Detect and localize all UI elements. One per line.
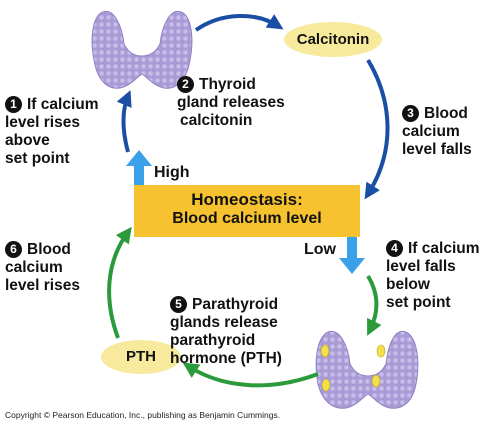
step-4-number: 4	[386, 240, 403, 257]
step-4-line: level falls	[386, 258, 456, 275]
step-6-line: Blood	[27, 241, 71, 258]
step-1-line: If calcium	[27, 96, 99, 113]
step-6-number: 6	[5, 241, 22, 258]
high-label: High	[154, 164, 190, 181]
parathyroid-glands	[315, 330, 419, 409]
homeostasis-box: Homeostasis: Blood calcium level	[134, 185, 360, 237]
arrow-thyroid-to-calcitonin	[194, 14, 284, 32]
step-3-number: 3	[402, 105, 419, 122]
copyright-notice: Copyright © Pearson Education, Inc., pub…	[5, 410, 281, 420]
step-3-line: level falls	[402, 141, 472, 158]
step-1-line: above	[5, 132, 50, 149]
step-4-label: 4 If calcium level falls below set point	[386, 240, 480, 312]
arrow-calcitonin-to-homeostasis	[364, 58, 390, 200]
step-5-line: parathyroid	[170, 332, 256, 349]
step-6-line: calcium	[5, 259, 63, 276]
step-1-line: set point	[5, 150, 70, 167]
step-5-line: Parathyroid	[192, 296, 279, 313]
step-2-line: calcitonin	[180, 112, 253, 129]
step-4-line: set point	[386, 294, 451, 311]
step-2-line: Thyroid	[199, 76, 256, 93]
step-2-number: 2	[177, 76, 194, 93]
step-3-line: Blood	[424, 105, 468, 122]
step-4-line: below	[386, 276, 430, 293]
step-6-label: 6 Blood calcium level rises	[5, 241, 80, 295]
step-3-label: 3 Blood calcium level falls	[402, 105, 472, 159]
step-5-line: glands release	[170, 314, 278, 331]
high-arrow	[126, 150, 152, 185]
arrow-parathyroid-to-pth	[182, 362, 319, 388]
arrow-low-to-parathyroid	[366, 274, 382, 336]
step-5-number: 5	[170, 296, 187, 313]
arrow-high-to-thyroid	[116, 90, 132, 153]
homeostasis-title: Homeostasis:	[191, 190, 303, 209]
homeostasis-subtitle: Blood calcium level	[172, 210, 322, 227]
low-label: Low	[304, 241, 336, 258]
step-1-line: level rises	[5, 114, 80, 131]
step-5-line: hormone (PTH)	[170, 350, 282, 367]
step-3-line: calcium	[402, 123, 460, 140]
low-arrow	[339, 237, 365, 274]
arrow-pth-to-homeostasis	[107, 226, 132, 339]
step-1-number: 1	[5, 96, 22, 113]
step-2-line: gland releases	[177, 94, 285, 111]
step-6-line: level rises	[5, 277, 80, 294]
step-2-label: 2 Thyroid gland releases calcitonin	[177, 76, 285, 130]
calcitonin-label: Calcitonin	[284, 22, 382, 57]
thyroid-gland-top	[91, 10, 193, 89]
pth-label: PTH	[101, 340, 181, 374]
step-4-line: If calcium	[408, 240, 480, 257]
step-1-label: 1 If calcium level rises above set point	[5, 96, 99, 168]
